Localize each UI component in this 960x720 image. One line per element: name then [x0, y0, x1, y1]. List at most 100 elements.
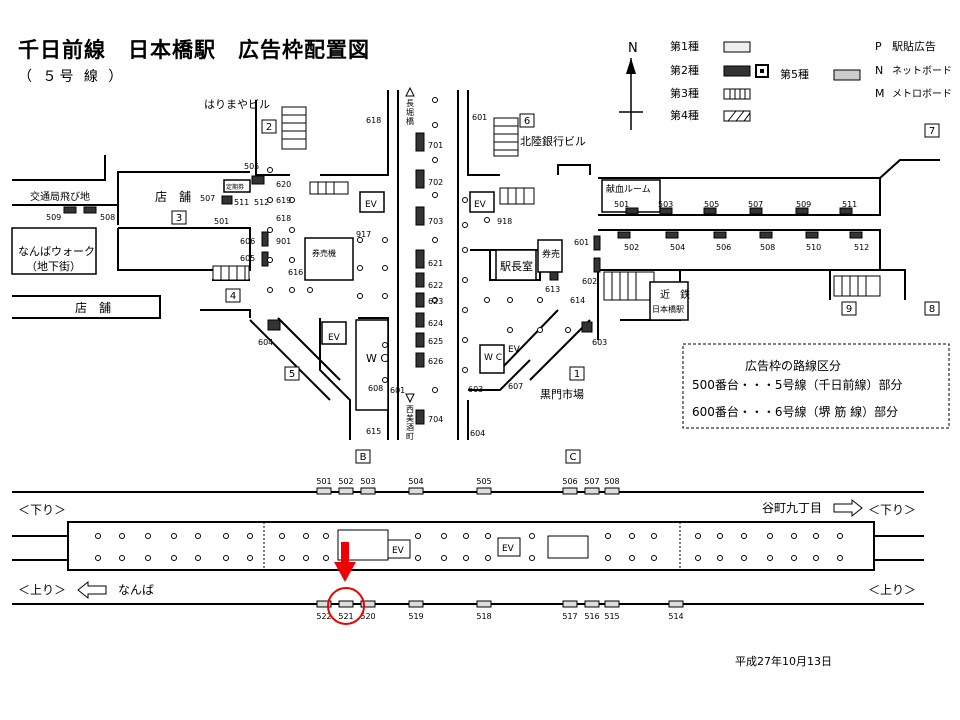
platform-pillar	[813, 555, 819, 561]
route-box-line2: 600番台・・・6号線（堺 筋 線）部分	[692, 404, 898, 419]
platform-pillar	[767, 555, 773, 561]
platform-pillar	[837, 555, 843, 561]
vertical-char: 西	[406, 405, 414, 414]
exit-box	[171, 210, 187, 225]
kenbaiki-label: 券売機	[312, 248, 336, 258]
legend-p: P	[875, 40, 882, 53]
type1-swatch-icon	[723, 41, 751, 53]
platform-number: 519	[408, 612, 423, 621]
exit-label: 7	[929, 126, 935, 137]
legend-type1: 第1種	[670, 39, 699, 53]
ev-label-4: EV	[508, 345, 521, 355]
legend-n: N	[875, 64, 883, 77]
platform-board	[604, 600, 620, 608]
dest-down-label: 谷町九丁目	[762, 501, 822, 515]
platform-pillar	[629, 555, 635, 561]
pillar	[289, 227, 295, 233]
pillar	[484, 297, 490, 303]
platform-number: 515	[604, 612, 619, 621]
platform-pillar	[119, 533, 125, 539]
ad-number: 701	[428, 141, 443, 150]
hokuriku-label: 北陸銀行ビル	[520, 134, 586, 148]
harimaya-label: はりまやビル	[204, 98, 270, 111]
ad-number: 502	[624, 243, 639, 252]
pillar	[462, 307, 468, 313]
pillar	[507, 297, 513, 303]
pillar	[432, 387, 438, 393]
north-arrowhead-icon	[626, 58, 636, 74]
exit-box	[225, 288, 241, 303]
exit-label: B	[360, 452, 367, 463]
platform-ev-2: EV	[502, 544, 515, 554]
legend-m-text: メトロボード	[892, 88, 952, 100]
legend-type2: 第2種	[670, 63, 699, 77]
kenketsu-label: 献血ルーム	[606, 183, 651, 195]
platform-board	[338, 487, 354, 495]
ad-number: 603	[468, 385, 483, 394]
ad-number: 508	[760, 243, 775, 252]
wc-label-1: W C	[366, 352, 388, 365]
ad-number: 511	[842, 200, 857, 209]
pillar	[289, 197, 295, 203]
platform-pillar	[95, 533, 101, 539]
pillar	[267, 167, 273, 173]
platform-number: 501	[316, 477, 331, 486]
platform-pillar	[223, 533, 229, 539]
exit-label: 5	[289, 369, 295, 380]
platform-pillar	[463, 555, 469, 561]
tenpo1-label: 店 舗	[155, 190, 191, 204]
platform-board	[408, 600, 424, 608]
legend-n-text: ネットボード	[892, 65, 952, 77]
platform-pillar	[741, 533, 747, 539]
kintetsu1-label: 近 鉄	[660, 288, 690, 301]
ad-number: 506	[716, 243, 731, 252]
right-up-label: ＜上り＞	[868, 583, 916, 597]
platform-pillar	[629, 533, 635, 539]
pillar	[462, 337, 468, 343]
platform-pillar	[485, 555, 491, 561]
platform-pillar	[145, 555, 151, 561]
platform-number: 514	[668, 612, 683, 621]
platform-pillar	[605, 555, 611, 561]
ad-number: 512	[854, 243, 869, 252]
pillar	[382, 293, 388, 299]
platform-board	[476, 600, 492, 608]
pillar	[507, 327, 513, 333]
platform-pillar	[651, 555, 657, 561]
platform-board	[476, 487, 492, 495]
kenbai-label: 券売	[542, 248, 560, 260]
ad-number: 606	[240, 237, 255, 246]
legend-type4: 第4種	[670, 108, 699, 122]
pillar	[462, 197, 468, 203]
pillar	[382, 237, 388, 243]
platform-board	[562, 487, 578, 495]
platform-board	[360, 600, 376, 608]
platform-pillar	[767, 533, 773, 539]
ad-number: 509	[796, 200, 811, 209]
platform-number: 506	[562, 477, 577, 486]
ad-number: 704	[428, 415, 443, 424]
type4-swatch-icon	[723, 110, 751, 122]
platform-pillar	[279, 555, 285, 561]
platform-pillar	[415, 555, 421, 561]
ev-label-3: EV	[328, 333, 341, 343]
pillar	[565, 327, 571, 333]
ad-number: 505	[244, 162, 259, 171]
namba-walk-sub-label: （地下街）	[26, 259, 81, 273]
ad-number: 616	[288, 268, 303, 277]
platform-pillar	[247, 533, 253, 539]
pillar	[537, 297, 543, 303]
teikiken-label: 定期券	[226, 183, 244, 191]
platform-pillar	[837, 533, 843, 539]
ad-number: 503	[658, 200, 673, 209]
platform-board	[316, 487, 332, 495]
pillar	[357, 237, 363, 243]
ad-number: 613	[545, 285, 560, 294]
platform-board	[604, 487, 620, 495]
pillar	[484, 217, 490, 223]
ad-number: 509	[46, 213, 61, 222]
ad-number: 703	[428, 217, 443, 226]
side-panels	[63, 175, 863, 333]
dest-up-label: なんば	[118, 583, 154, 597]
ad-number: 501	[214, 217, 229, 226]
